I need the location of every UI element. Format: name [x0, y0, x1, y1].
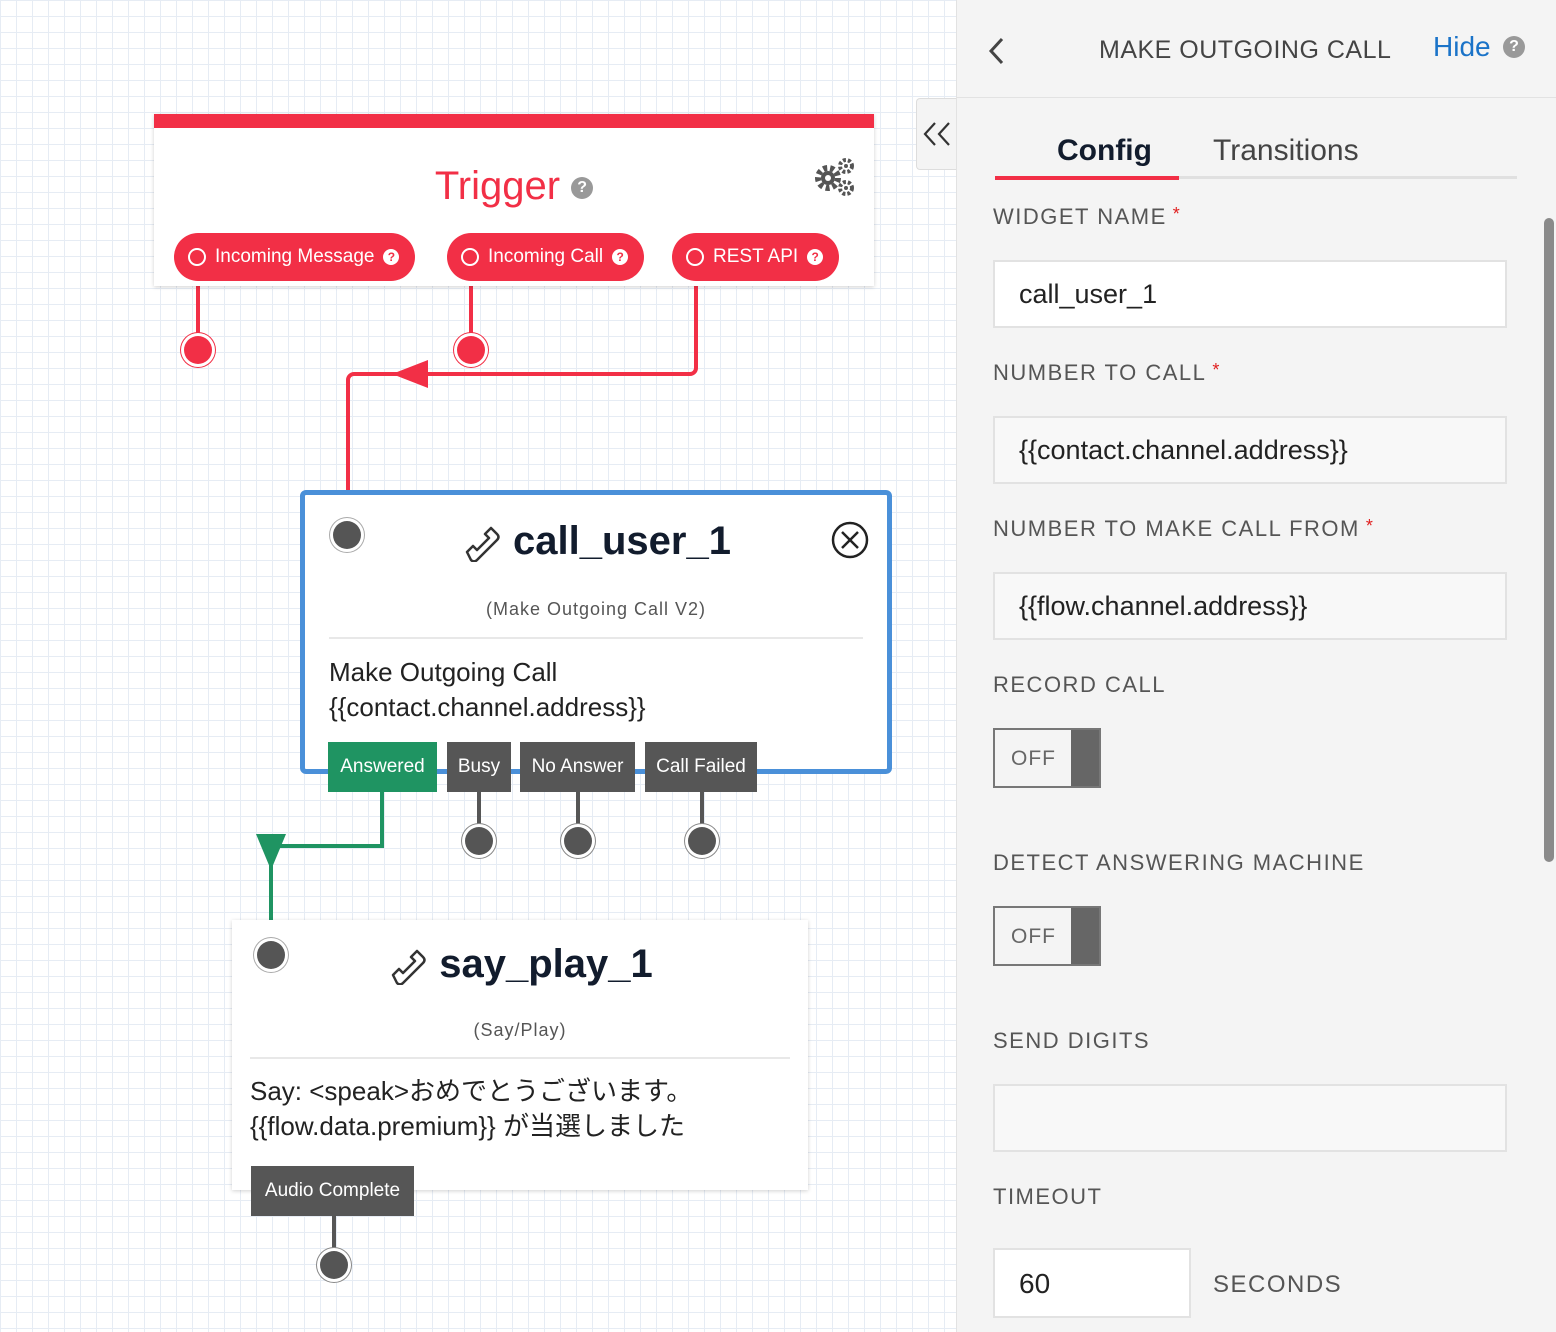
field-label-text: NUMBER TO CALL [993, 360, 1207, 385]
toggle-state: OFF [1011, 925, 1056, 948]
widget-config-panel: MAKE OUTGOING CALL Hide ? Config Transit… [956, 0, 1556, 1332]
double-chevron-left-icon [923, 122, 950, 146]
say-play-widget[interactable]: say_play_1 (Say/Play) Say: <speak>おめでとうご… [232, 920, 808, 1190]
tab-active-indicator [995, 176, 1179, 180]
widget-body: Say: <speak>おめでとうございます。 {{flow.data.prem… [250, 1074, 692, 1144]
toggle-knob [1071, 908, 1099, 964]
radio-ring-icon [188, 248, 206, 266]
transition-audio-complete[interactable]: Audio Complete [251, 1166, 414, 1216]
wire-arrow-answered [256, 834, 286, 870]
phone-icon [465, 526, 500, 562]
transition-endpoint[interactable] [465, 827, 493, 855]
panel-scrollbar[interactable] [1544, 218, 1554, 862]
trigger-incoming-message[interactable]: Incoming Message ? [174, 233, 416, 281]
toggle-knob [1071, 730, 1099, 786]
widget-name-label: WIDGET NAME* [993, 204, 1181, 230]
help-icon[interactable]: ? [612, 249, 629, 265]
required-marker: * [1365, 516, 1375, 536]
wire-rest-api [346, 266, 698, 494]
widget-body-line: Say: <speak>おめでとうございます。 [250, 1076, 693, 1106]
timeout-unit: SECONDS [1213, 1271, 1343, 1298]
widget-type: (Make Outgoing Call V2) [485, 599, 707, 619]
transition-endpoint[interactable] [688, 827, 716, 855]
help-icon[interactable]: ? [807, 249, 824, 265]
chevron-left-icon[interactable] [987, 36, 1007, 66]
gears-icon[interactable] [812, 156, 856, 196]
widget-body: Make Outgoing Call {{contact.channel.add… [329, 655, 646, 725]
panel-title: MAKE OUTGOING CALL [1099, 36, 1392, 64]
widget-name: call_user_1 [513, 519, 731, 563]
help-icon[interactable]: ? [383, 249, 400, 265]
number-from-input[interactable]: {{flow.channel.address}} [993, 572, 1507, 640]
tab-transitions[interactable]: Transitions [1213, 134, 1359, 167]
send-digits-label: SEND DIGITS [993, 1028, 1151, 1053]
widget-input-port[interactable] [333, 521, 361, 549]
toggle-state: OFF [1011, 747, 1056, 770]
wire-answered [269, 790, 384, 922]
radio-ring-icon [461, 248, 479, 266]
trigger-incoming-call[interactable]: Incoming Call ? [447, 233, 645, 281]
record-call-toggle[interactable]: OFF [993, 728, 1101, 788]
transition-endpoint[interactable] [564, 827, 592, 855]
transition-busy[interactable]: Busy [447, 742, 511, 792]
trigger-title-row: Trigger ? [154, 164, 874, 209]
collapse-panel-button[interactable] [916, 98, 960, 170]
widget-name: say_play_1 [439, 942, 653, 986]
transition-answered[interactable]: Answered [328, 742, 437, 792]
widget-body-line: {{flow.data.premium}} が当選しました [250, 1111, 685, 1141]
tab-config[interactable]: Config [1057, 134, 1152, 167]
trigger-rest-api[interactable]: REST API ? [672, 233, 840, 281]
trigger-help-icon[interactable]: ? [571, 177, 594, 200]
number-to-call-label: NUMBER TO CALL* [993, 360, 1221, 386]
radio-ring-icon [686, 248, 704, 266]
trigger-label: REST API [713, 246, 799, 267]
transition-no-answer[interactable]: No Answer [520, 742, 635, 792]
widget-body-line: Make Outgoing Call [329, 657, 558, 687]
trigger-title: Trigger [434, 164, 561, 208]
transition-endpoint[interactable] [320, 1251, 348, 1279]
hide-panel-link[interactable]: Hide [1433, 31, 1491, 62]
trigger-widget[interactable]: Trigger ? Incoming Message ? Incoming Ca… [154, 114, 874, 286]
trigger-endpoint[interactable] [457, 336, 485, 364]
field-label-text: WIDGET NAME [993, 204, 1167, 229]
help-icon[interactable]: ? [1503, 36, 1525, 58]
detect-machine-toggle[interactable]: OFF [993, 906, 1101, 966]
widget-divider [250, 1057, 790, 1059]
panel-header: MAKE OUTGOING CALL Hide ? [957, 0, 1556, 98]
number-to-call-input[interactable]: {{contact.channel.address}} [993, 416, 1507, 484]
timeout-input[interactable]: 60 [993, 1248, 1191, 1318]
close-circle-icon[interactable] [830, 520, 870, 560]
widget-title-row: call_user_1 [305, 519, 887, 564]
call-user-widget[interactable]: call_user_1 (Make Outgoing Call V2) Make… [300, 490, 892, 774]
widget-name-input[interactable]: call_user_1 [993, 260, 1507, 328]
widget-type: (Say/Play) [473, 1020, 567, 1040]
trigger-endpoint[interactable] [184, 336, 212, 364]
phone-icon [391, 949, 426, 985]
detect-machine-label: DETECT ANSWERING MACHINE [993, 850, 1365, 875]
trigger-label: Incoming Message [215, 246, 375, 267]
required-marker: * [1212, 360, 1221, 380]
required-marker: * [1172, 204, 1182, 224]
widget-body-line: {{contact.channel.address}} [329, 692, 646, 722]
tab-bar-line [995, 176, 1517, 179]
wire-arrow-rest-api [392, 360, 428, 388]
timeout-label: TIMEOUT [993, 1184, 1103, 1209]
transition-call-failed[interactable]: Call Failed [645, 742, 757, 792]
flow-canvas[interactable]: Trigger ? Incoming Message ? Incoming Ca… [0, 0, 956, 1332]
widget-input-port[interactable] [257, 941, 285, 969]
record-call-label: RECORD CALL [993, 672, 1166, 697]
widget-title-row: say_play_1 [232, 942, 808, 987]
widget-divider [329, 637, 863, 639]
trigger-label: Incoming Call [488, 246, 604, 267]
send-digits-input[interactable] [993, 1084, 1507, 1152]
number-from-label: NUMBER TO MAKE CALL FROM* [993, 516, 1374, 542]
field-label-text: NUMBER TO MAKE CALL FROM [993, 516, 1360, 541]
